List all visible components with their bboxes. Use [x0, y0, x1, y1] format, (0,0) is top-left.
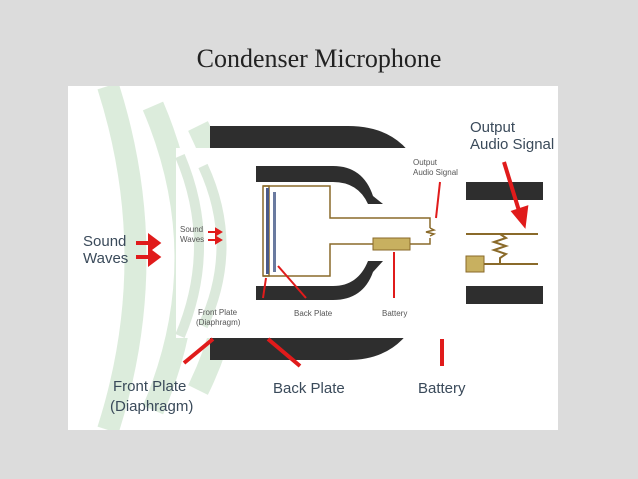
- small-label-back-plate: Back Plate: [294, 309, 333, 318]
- small-label-output-line2: Audio Signal: [413, 168, 458, 177]
- large-battery: [465, 255, 485, 273]
- small-label-front-plate-line1: Front Plate: [198, 308, 238, 317]
- label-sound-waves-line1: Sound: [83, 233, 126, 250]
- red-arrows: [136, 161, 529, 368]
- small-red-arrows: [208, 181, 441, 299]
- small-mic-body: [256, 166, 383, 300]
- small-label-output-line1: Output: [413, 158, 438, 167]
- small-label-battery: Battery: [382, 309, 407, 318]
- small-sound-waves: [175, 154, 227, 338]
- small-label-front-plate-line2: (Diaphragm): [196, 318, 241, 327]
- small-label-sound-waves-line2: Waves: [180, 235, 204, 244]
- small-front-plate: [266, 188, 269, 274]
- label-battery: Battery: [418, 380, 466, 397]
- label-sound-waves-line2: Waves: [83, 250, 128, 267]
- small-label-sound-waves-line1: Sound: [180, 225, 203, 234]
- label-back-plate: Back Plate: [273, 380, 345, 397]
- diagram-panel: Sound Waves Front Plate (Diaphragm) Back…: [68, 86, 558, 430]
- large-mic-body: [210, 126, 543, 360]
- slide-title: Condenser Microphone: [196, 44, 442, 73]
- small-back-plate: [273, 192, 276, 272]
- label-front-plate-line1: Front Plate: [113, 378, 186, 395]
- condenser-mic-diagram: Sound Waves Front Plate (Diaphragm) Back…: [83, 86, 554, 430]
- label-output-line2: Audio Signal: [470, 136, 554, 153]
- small-battery: [372, 237, 411, 251]
- small-capsule: [262, 185, 437, 277]
- label-front-plate-line2: (Diaphragm): [110, 398, 193, 415]
- label-output-line1: Output: [470, 119, 516, 136]
